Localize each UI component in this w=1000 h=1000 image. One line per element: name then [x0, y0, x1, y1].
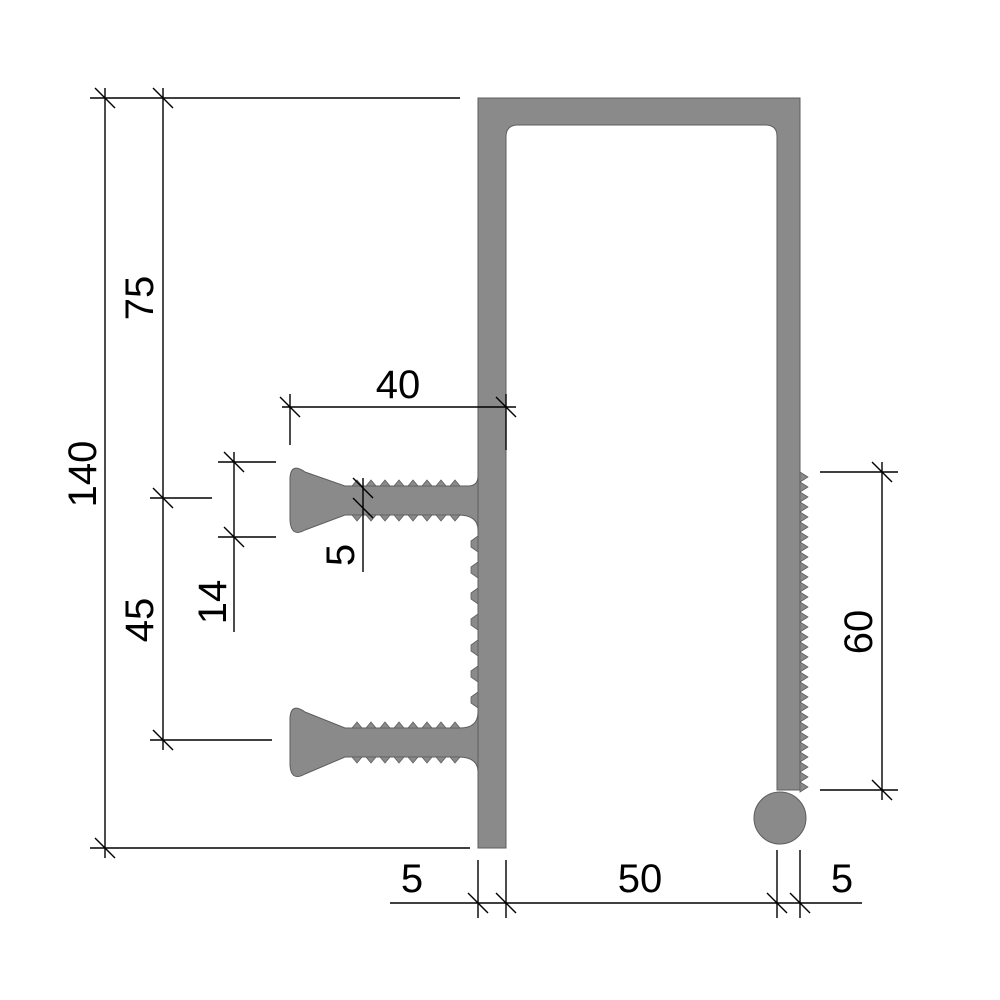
rib-tooth — [407, 479, 419, 487]
rib-tooth — [351, 514, 363, 522]
dim-right-wall-label: 5 — [831, 857, 853, 901]
right-tooth — [799, 521, 809, 533]
profile-section — [289, 97, 809, 849]
rib-tooth — [421, 479, 433, 487]
right-tooth — [799, 771, 809, 783]
right-tooth — [799, 571, 809, 583]
right-tooth — [799, 671, 809, 683]
rib-tooth — [421, 756, 433, 764]
web-tooth — [470, 613, 479, 631]
right-tooth — [799, 471, 809, 483]
dim-lower-height-label: 45 — [118, 598, 162, 643]
web-tooth — [470, 535, 479, 553]
rib-tooth — [435, 721, 447, 729]
rib-tooth — [449, 514, 461, 522]
dim-anchor-gap: 14 — [191, 451, 276, 632]
rib-tooth — [407, 514, 419, 522]
right-serrations — [799, 471, 809, 793]
right-tooth — [799, 661, 809, 673]
rib-tooth — [393, 479, 405, 487]
rib-tooth — [379, 756, 391, 764]
right-tooth — [799, 701, 809, 713]
right-tooth — [799, 511, 809, 523]
dim-upper-height-label: 75 — [118, 276, 162, 321]
dim-serrated-length-label: 60 — [837, 610, 881, 655]
rib-tooth — [421, 721, 433, 729]
right-tooth — [799, 651, 809, 663]
dim-anchor-thickness-label: 5 — [319, 544, 363, 566]
rib-tooth — [393, 756, 405, 764]
rib-tooth — [449, 479, 461, 487]
rib-tooth — [379, 514, 391, 522]
channel-body — [477, 97, 801, 849]
dim-anchor-width-label: 40 — [376, 363, 421, 407]
dim-total-height-label: 140 — [61, 441, 105, 508]
rib-tooth — [393, 514, 405, 522]
right-tooth — [799, 561, 809, 573]
right-tooth — [799, 681, 809, 693]
right-tooth — [799, 641, 809, 653]
right-tooth — [799, 501, 809, 513]
right-tooth — [799, 491, 809, 503]
right-tooth — [799, 721, 809, 733]
right-tooth — [799, 611, 809, 623]
dim-serrated-length: 60 — [820, 461, 898, 801]
dim-anchor-thickness: 5 — [319, 477, 374, 572]
rib-tooth — [407, 756, 419, 764]
dim-inner-width-label: 50 — [618, 857, 663, 901]
upper-anchor-rib — [289, 467, 479, 533]
right-tooth — [799, 601, 809, 613]
rib-tooth — [351, 756, 363, 764]
right-tooth — [799, 581, 809, 593]
rib-tooth — [393, 721, 405, 729]
right-tooth — [799, 621, 809, 633]
right-tooth — [799, 711, 809, 723]
rib-tooth — [365, 756, 377, 764]
web-tooth — [470, 691, 479, 709]
rib-tooth — [421, 514, 433, 522]
rib-tooth — [435, 514, 447, 522]
right-tooth — [799, 691, 809, 703]
right-tooth — [799, 761, 809, 773]
rib-tooth — [379, 479, 391, 487]
dim-upper-lower-height: 75 45 — [118, 87, 272, 751]
rib-tooth — [365, 721, 377, 729]
right-tooth — [799, 551, 809, 563]
rib-tooth — [365, 514, 377, 522]
web-tooth — [470, 587, 479, 605]
dim-left-wall-label: 5 — [401, 857, 423, 901]
rib-tooth — [449, 756, 461, 764]
right-tooth — [799, 741, 809, 753]
lower-anchor-rib — [289, 707, 479, 777]
right-tooth — [799, 781, 809, 793]
right-tooth — [799, 591, 809, 603]
web-serrations — [470, 535, 479, 709]
web-tooth — [470, 639, 479, 657]
right-tooth — [799, 631, 809, 643]
dim-anchor-width: 40 — [279, 363, 517, 450]
rib-serrations — [351, 479, 461, 764]
rib-tooth — [365, 479, 377, 487]
rib-tooth — [435, 479, 447, 487]
rib-tooth — [379, 721, 391, 729]
rib-tooth — [449, 721, 461, 729]
right-tooth — [799, 481, 809, 493]
web-tooth — [470, 561, 479, 579]
right-tooth — [799, 731, 809, 743]
dim-total-height: 140 — [61, 87, 470, 859]
right-tooth — [799, 541, 809, 553]
rib-tooth — [351, 721, 363, 729]
dim-anchor-gap-label: 14 — [191, 580, 235, 625]
end-bulb — [753, 791, 807, 845]
dim-bottom-widths: 5 50 5 — [390, 850, 862, 918]
rib-tooth — [435, 756, 447, 764]
web-tooth — [470, 665, 479, 683]
right-tooth — [799, 751, 809, 763]
right-tooth — [799, 531, 809, 543]
rib-tooth — [407, 721, 419, 729]
